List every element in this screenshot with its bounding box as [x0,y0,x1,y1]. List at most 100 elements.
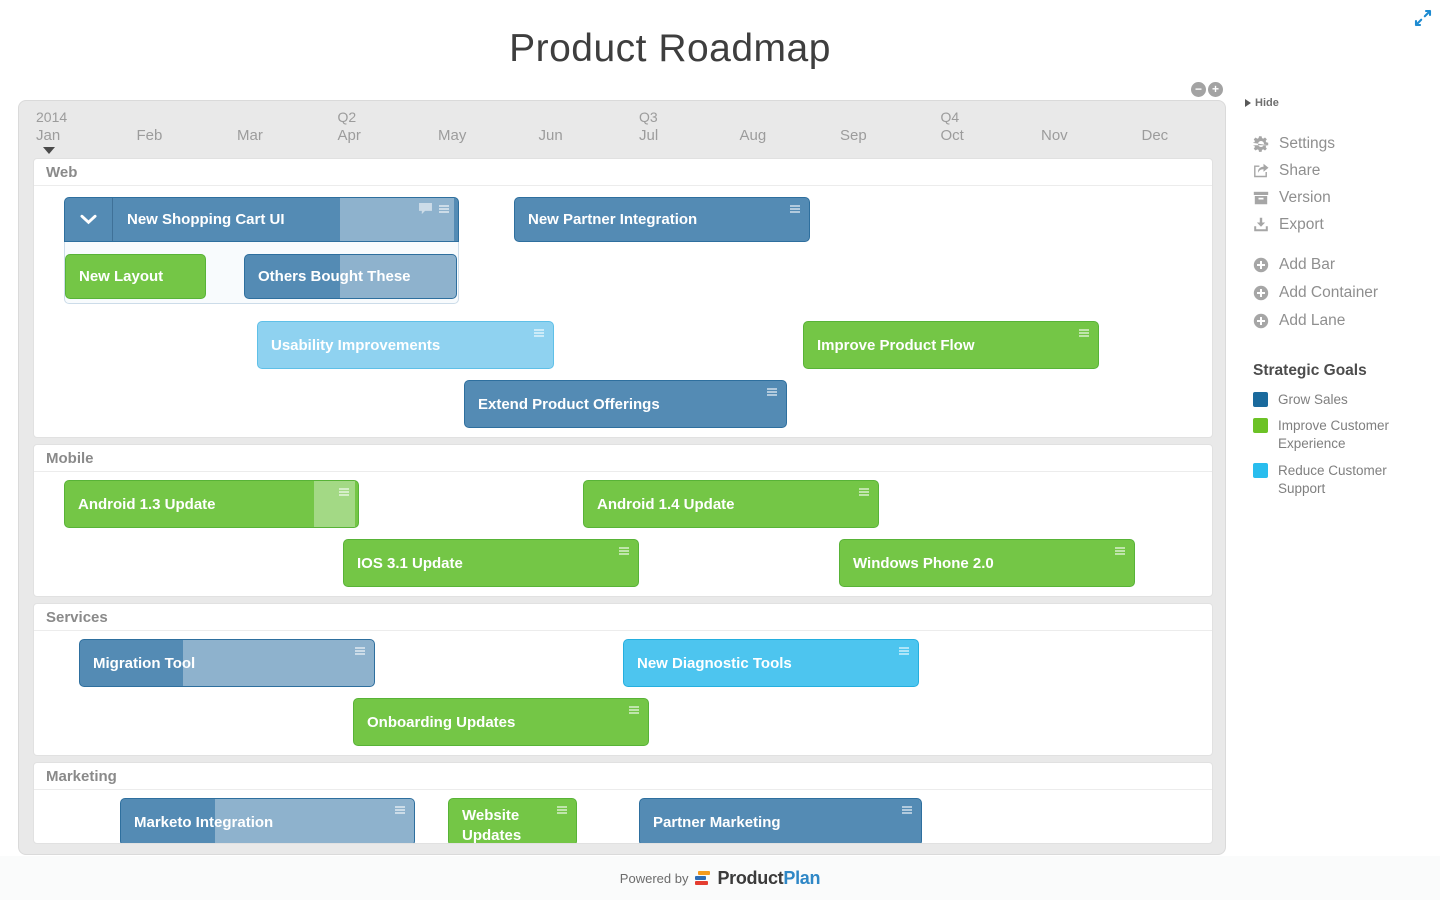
bar-menu-icon[interactable] [355,647,365,649]
gear-icon [1253,135,1269,152]
bar-ios-3-1-update[interactable]: IOS 3.1 Update [343,539,639,587]
productplan-wordmark[interactable]: ProductPlan [717,867,821,888]
collapse-container-button[interactable] [65,198,113,241]
bar-migration-tool[interactable]: Migration Tool [79,639,375,687]
bar-menu-icon[interactable] [859,488,869,490]
bar-extend-product-offerings[interactable]: Extend Product Offerings [464,380,787,428]
bar-label: Website Updates [462,807,522,844]
timeline-month: May [438,127,467,144]
bar-android-1-4-update[interactable]: Android 1.4 Update [583,480,879,528]
sidebar-item-label: Export [1279,215,1324,233]
zoom-in-button[interactable]: + [1208,82,1223,97]
action-label: Add Bar [1279,256,1336,273]
bar-website-updates[interactable]: Website Updates [448,798,577,844]
timeline-month: Mar [237,127,263,144]
fullscreen-expand-icon[interactable] [1414,9,1432,27]
powered-by-label: Powered by [619,870,689,886]
bar-menu-icon[interactable] [534,329,544,331]
lane-marketing: Marketing Marketo Integration Website Up… [33,762,1213,844]
bar-new-shopping-cart-ui[interactable]: New Shopping Cart UI [64,197,459,242]
bar-menu-icon[interactable] [629,706,639,708]
bar-others-bought-these[interactable]: Others Bought These [244,254,457,299]
caret-right-icon [1245,99,1251,107]
legend-item-reduce-customer-support: Reduce Customer Support [1253,462,1430,498]
legend-item-grow-sales: Grow Sales [1253,391,1430,409]
bar-menu-icon[interactable] [557,806,567,808]
timeline-month: Jun [538,127,563,144]
sidebar-item-export[interactable]: Export [1253,211,1430,238]
lane-mobile: Mobile Android 1.3 Update Android 1.4 Up… [33,444,1213,597]
legend-item-improve-customer-experience: Improve Customer Experience [1253,417,1430,453]
legend-swatch-blue [1253,392,1268,407]
action-label: Add Lane [1279,312,1346,329]
bar-new-diagnostic-tools[interactable]: New Diagnostic Tools [623,639,919,687]
bar-label: New Diagnostic Tools [637,654,792,672]
sidebar-item-label: Version [1279,188,1331,206]
bar-improve-product-flow[interactable]: Improve Product Flow [803,321,1099,369]
bar-menu-icon[interactable] [619,547,629,549]
bar-menu-icon[interactable] [1115,547,1125,549]
sidebar-item-version[interactable]: Version [1253,184,1430,211]
legend-label: Reduce Customer Support [1278,462,1387,496]
export-download-icon [1254,217,1268,231]
bar-menu-icon[interactable] [902,806,912,808]
bar-menu-icon[interactable] [767,388,777,390]
add-bar-button[interactable]: Add Bar [1253,251,1430,279]
bar-menu-icon[interactable] [339,488,349,490]
bar-label: Improve Product Flow [817,336,975,354]
bar-android-1-3-update[interactable]: Android 1.3 Update [64,480,359,528]
logo-bar-red [695,881,709,885]
bar-label: Partner Marketing [653,813,781,831]
sidebar-menu: Settings Share Version Export [1253,130,1430,238]
sidebar-item-settings[interactable]: Settings [1253,130,1430,157]
bar-onboarding-updates[interactable]: Onboarding Updates [353,698,649,746]
sidebar-item-label: Settings [1279,134,1336,152]
action-label: Add Container [1279,284,1379,301]
lane-title: Web [34,159,1212,186]
lane-title: Marketing [34,763,1212,790]
bar-label: New Layout [79,268,164,285]
bar-menu-icon[interactable] [395,806,405,808]
bar-partner-marketing[interactable]: Partner Marketing [639,798,922,843]
bar-marketo-integration[interactable]: Marketo Integration [120,798,415,843]
timeline-month: Sep [840,127,867,144]
bar-new-layout[interactable]: New Layout [65,254,206,299]
add-container-button[interactable]: Add Container [1253,279,1430,307]
today-marker-icon[interactable] [43,147,55,154]
footer: Powered by ProductPlan [0,856,1440,900]
strategic-goals-legend: Strategic Goals Grow Sales Improve Custo… [1253,362,1430,498]
bar-menu-icon[interactable] [439,205,449,207]
productplan-logo-icon[interactable] [695,871,711,885]
plus-circle-icon [1253,285,1269,301]
hide-sidebar-button[interactable]: Hide [1245,97,1430,109]
bar-usability-improvements[interactable]: Usability Improvements [257,321,554,369]
timeline-month: Dec [1141,127,1169,144]
version-archive-icon [1253,191,1269,204]
comment-icon[interactable] [419,203,432,215]
legend-label: Improve Customer Experience [1278,418,1390,452]
sidebar-item-label: Share [1279,161,1321,179]
bar-new-partner-integration[interactable]: New Partner Integration [514,197,810,242]
add-lane-button[interactable]: Add Lane [1253,307,1430,335]
right-sidebar: Hide Settings Share Version Export [1245,97,1430,506]
legend-swatch-cyan [1253,462,1268,478]
lane-web: Web New Shopping Cart UI New Layout Othe… [33,158,1213,438]
bar-label: Others Bought These [258,268,411,285]
lane-title: Mobile [34,445,1212,472]
bar-label: Windows Phone 2.0 [853,554,994,572]
sidebar-add-actions: Add Bar Add Container Add Lane [1253,251,1430,335]
bar-windows-phone-2-0[interactable]: Windows Phone 2.0 [839,539,1135,587]
bar-menu-icon[interactable] [899,647,909,649]
zoom-out-button[interactable]: − [1191,82,1206,97]
bar-menu-icon[interactable] [790,205,800,207]
sidebar-item-share[interactable]: Share [1253,157,1430,184]
bar-menu-icon[interactable] [1079,329,1089,331]
page-title: Product Roadmap [509,27,831,70]
bar-label: Android 1.4 Update [597,495,735,513]
timeline-month: Aug [739,127,767,144]
